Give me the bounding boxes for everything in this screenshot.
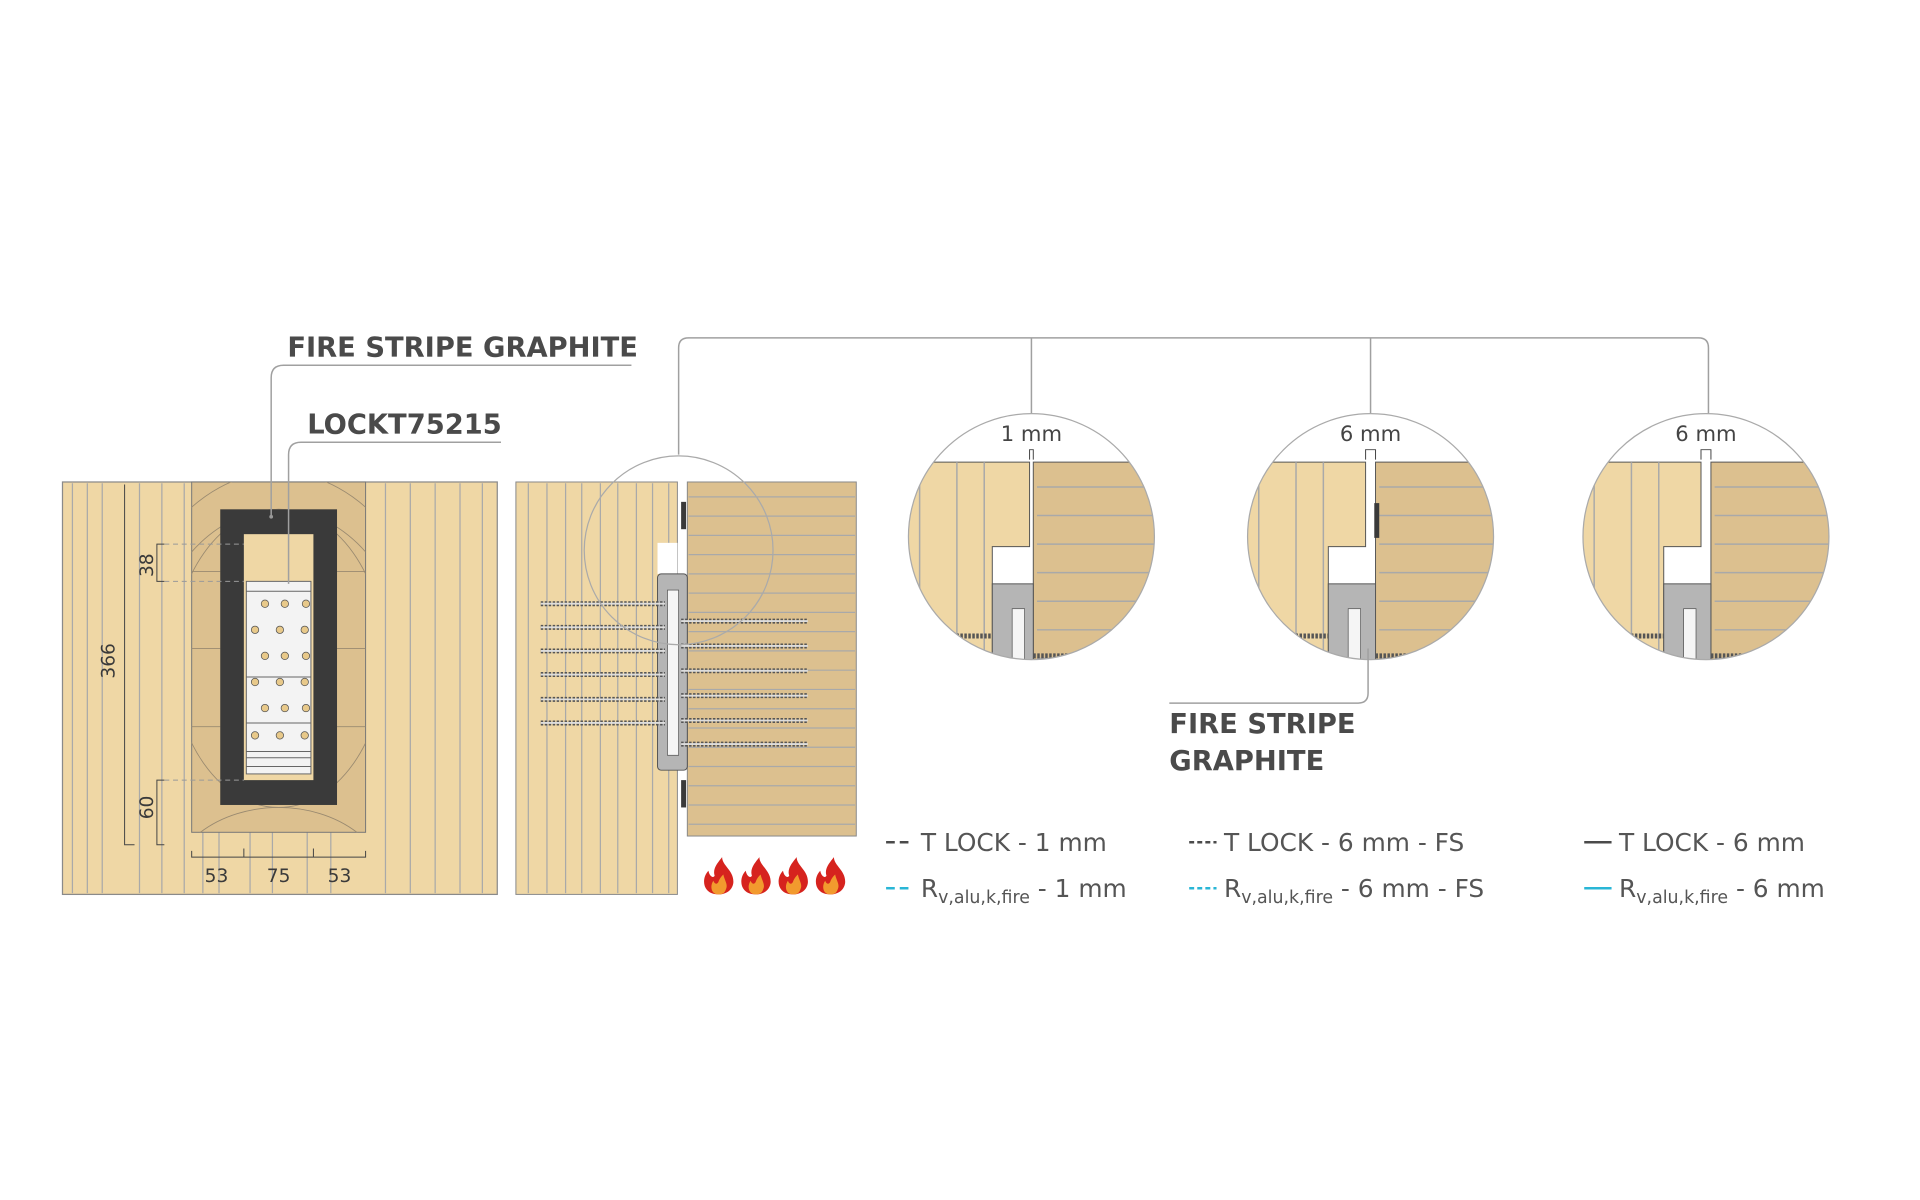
detail-circle-outline [1582, 413, 1830, 661]
legend-item: Rv,alu,k,fire - 1 mm [886, 874, 1127, 908]
legend-subscript: v,alu,k,fire [1636, 888, 1728, 908]
wood-member-right [686, 481, 857, 837]
dim-38: 38 [137, 553, 158, 577]
flame-inner [823, 874, 839, 895]
fire-stripe [681, 501, 687, 530]
legend-subscript: v,alu,k,fire [1241, 888, 1333, 908]
flame-inner [748, 874, 764, 895]
plate-hole [275, 677, 284, 687]
fire-icon [741, 857, 771, 895]
fire-stripe-label-bottom-2: GRAPHITE [1169, 746, 1324, 777]
dim-75: 75 [267, 866, 291, 887]
connector-plate [245, 580, 312, 775]
plate-hole [280, 651, 289, 660]
product-code-leader [287, 441, 501, 584]
dim-53-right: 53 [328, 866, 352, 887]
legend-label: T LOCK - 6 mm [1618, 828, 1805, 857]
profile-slot [1011, 608, 1025, 660]
gap-marker [1365, 449, 1377, 460]
wood-grain [71, 483, 483, 894]
legend-symbol: R [1224, 874, 1241, 903]
legend-text: - 6 mm [1728, 874, 1825, 903]
legend-text: - 1 mm [1030, 874, 1127, 903]
legend: T LOCK - 1 mm T LOCK - 6 mm - FS T LOCK - … [886, 828, 1825, 908]
plate-hole [260, 703, 270, 713]
fire-icon [815, 857, 846, 895]
plate-hole [260, 599, 270, 608]
gap-marker [1029, 449, 1034, 460]
dim-366: 366 [99, 643, 120, 679]
detail-content [1247, 461, 1494, 660]
detail-circle-3: 6 mm [1582, 413, 1830, 661]
plate-holes [250, 599, 311, 740]
dim-60: 60 [137, 796, 158, 820]
flame-inner [711, 874, 727, 895]
flame-inner [785, 874, 802, 895]
profile-slot [1347, 608, 1361, 660]
cross-section-view: 38 366 60 53 75 53 FIRE STRIPE GRAPHITE … [61, 333, 638, 896]
detail-views: 1 mm 6 mm 6 mm [907, 413, 1830, 661]
plate-hole [280, 599, 289, 608]
legend-label: T LOCK - 6 mm - FS [1223, 828, 1464, 857]
legend-item: T LOCK - 1 mm [886, 828, 1107, 857]
plate-hole [275, 731, 284, 740]
fire-stripe-leader-bottom [1169, 648, 1369, 704]
fire-stripe [1374, 503, 1380, 538]
detail-circle-outline [1246, 413, 1495, 661]
plate-hole [260, 651, 270, 660]
legend-label: T LOCK - 1 mm [920, 828, 1107, 857]
legend-item: T LOCK - 6 mm - FS [1189, 828, 1464, 857]
legend-label: Rv,alu,k,fire - 6 mm [1619, 874, 1825, 908]
detail-content [1582, 461, 1829, 660]
wood-member-right [1710, 461, 1829, 660]
plate-hole [280, 703, 289, 713]
fire-stripe-label-bottom: FIRE STRIPE [1169, 709, 1355, 740]
detail-circle-outline [907, 413, 1156, 661]
legend-symbol: R [921, 874, 938, 903]
wood-member-right [1032, 461, 1155, 660]
detail-bracket [677, 337, 1710, 455]
fire-stripe-leader [270, 364, 632, 517]
fire-stripe [681, 780, 687, 808]
dimension-lines [124, 484, 367, 858]
plate-hole [300, 625, 309, 634]
fire-icons [704, 857, 846, 895]
wood-member-left [515, 481, 678, 895]
legend-item: Rv,alu,k,fire - 6 mm - FS [1189, 874, 1484, 908]
legend-item: T LOCK - 6 mm [1584, 828, 1805, 857]
legend-subscript: v,alu,k,fire [938, 888, 1030, 908]
legend-item: Rv,alu,k,fire - 6 mm [1584, 874, 1825, 908]
plate-hole [250, 677, 260, 687]
wood-grain [688, 496, 856, 825]
fire-stripe-label: FIRE STRIPE GRAPHITE [287, 333, 638, 364]
detail-circle-1: 1 mm [907, 413, 1156, 661]
plate-hole [250, 625, 260, 634]
gap-label: 6 mm [1675, 421, 1736, 446]
legend-text: - 6 mm - FS [1333, 874, 1484, 903]
dim-53-left: 53 [205, 866, 229, 887]
plate-hole [300, 677, 309, 687]
legend-label: Rv,alu,k,fire - 6 mm - FS [1224, 874, 1484, 908]
plate-hole [301, 703, 311, 713]
detail-callout-circle [583, 455, 774, 646]
plate-hole [301, 651, 311, 660]
fire-icon [778, 857, 808, 895]
fire-icon [704, 857, 734, 895]
detail-circle-2: 6 mm [1246, 413, 1495, 661]
profile-slot [1683, 608, 1697, 660]
side-section-view [515, 455, 857, 895]
plate-hole [301, 599, 311, 608]
wood-member-right [1375, 461, 1494, 660]
gap-label: 6 mm [1340, 421, 1401, 446]
gap-label: 1 mm [1001, 421, 1062, 446]
legend-label: Rv,alu,k,fire - 1 mm [921, 874, 1127, 908]
screws [540, 601, 808, 747]
detail-content [908, 461, 1155, 660]
plate-hole [300, 731, 309, 740]
product-code-label: LOCKT75215 [307, 410, 502, 441]
plate-hole [275, 625, 284, 634]
legend-symbol: R [1619, 874, 1636, 903]
gap-marker [1700, 449, 1712, 460]
plate-hole [250, 731, 260, 740]
